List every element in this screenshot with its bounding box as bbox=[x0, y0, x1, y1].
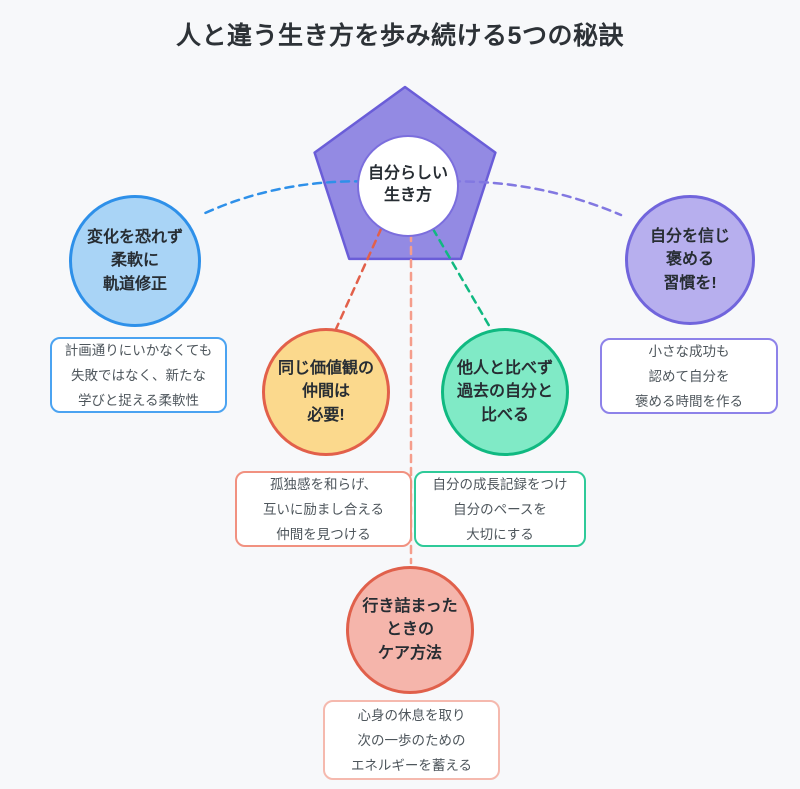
detail-box-compare-with-past-self: 自分の成長記録をつけ 自分のペースを 大切にする bbox=[414, 471, 586, 547]
connector-like-minded-peers bbox=[334, 227, 383, 331]
connector-flexible-correction bbox=[201, 180, 407, 216]
box-line: エネルギーを蓄える bbox=[350, 757, 473, 773]
circle-line: 習慣を! bbox=[663, 274, 717, 292]
circle-line: 行き詰まった bbox=[362, 598, 458, 616]
circle-line: 変化を恐れず bbox=[86, 229, 183, 247]
topic-circle-label: 行き詰まった ときの ケア方法 bbox=[362, 595, 457, 665]
detail-box-self-praise-habit: 小さな成功も 認めて自分を 褒める時間を作る bbox=[600, 338, 778, 414]
center-topic-line: 生き方 bbox=[383, 187, 432, 205]
topic-circle-label: 自分を信じ 褒める 習慣を! bbox=[650, 225, 730, 295]
circle-line: 比べる bbox=[480, 406, 529, 424]
topic-circle-label: 同じ価値観の 仲間は 必要! bbox=[278, 357, 374, 427]
circle-line: 柔軟に bbox=[110, 252, 159, 270]
box-line: 褒める時間を作る bbox=[635, 393, 743, 409]
box-line: 自分のペースを bbox=[453, 501, 547, 517]
topic-circle-self-praise-habit: 自分を信じ 褒める 習慣を! bbox=[625, 195, 755, 325]
topic-circle-like-minded-peers: 同じ価値観の 仲間は 必要! bbox=[262, 328, 390, 456]
box-line: 孤独感を和らげ、 bbox=[269, 476, 378, 492]
topic-circle-stuck-care: 行き詰まった ときの ケア方法 bbox=[346, 566, 474, 694]
circle-line: 他人と比べず bbox=[456, 360, 553, 378]
box-line: 自分の成長記録をつけ bbox=[432, 476, 568, 492]
circle-line: ときの bbox=[385, 621, 434, 639]
page-title: 人と違う生き方を歩み続ける5つの秘訣 bbox=[176, 22, 624, 50]
box-line: 心身の休息を取り bbox=[357, 707, 466, 723]
box-line: 学びと捉える柔軟性 bbox=[77, 392, 200, 408]
detail-box-flexible-correction: 計画通りにいかなくても 失敗ではなく、新たな 学びと捉える柔軟性 bbox=[50, 337, 227, 413]
box-line: 小さな成功も bbox=[648, 343, 730, 359]
detail-box-like-minded-peers: 孤独感を和らげ、 互いに励まし合える 仲間を見つける bbox=[235, 471, 412, 547]
circle-line: 軌道修正 bbox=[102, 275, 167, 293]
box-line: 計画通りにいかなくても bbox=[64, 342, 213, 358]
circle-line: ケア方法 bbox=[377, 644, 442, 662]
circle-line: 同じ価値観の bbox=[277, 360, 374, 378]
center-topic-label: 自分らしい 生き方 bbox=[348, 163, 468, 208]
connector-compare-with-past-self bbox=[431, 227, 493, 331]
box-line: 認めて自分を bbox=[648, 368, 730, 384]
topic-circle-compare-with-past-self: 他人と比べず 過去の自分と 比べる bbox=[441, 328, 569, 456]
circle-line: 自分を信じ bbox=[649, 228, 730, 246]
box-line: 仲間を見つける bbox=[276, 526, 371, 542]
box-line: 失敗ではなく、新たな bbox=[71, 367, 206, 383]
circle-line: 過去の自分と bbox=[456, 383, 553, 401]
topic-circle-label: 他人と比べず 過去の自分と 比べる bbox=[457, 357, 553, 427]
circle-line: 仲間は bbox=[301, 383, 350, 401]
detail-box-stuck-care: 心身の休息を取り 次の一歩のための エネルギーを蓄える bbox=[323, 700, 500, 780]
box-line: 互いに励まし合える bbox=[262, 501, 385, 517]
circle-line: 褒める bbox=[665, 251, 714, 269]
box-line: 次の一歩のための bbox=[357, 732, 466, 748]
topic-circle-flexible-correction: 変化を恐れず 柔軟に 軌道修正 bbox=[69, 195, 201, 327]
center-topic-line: 自分らしい bbox=[367, 165, 448, 182]
box-line: 大切にする bbox=[466, 526, 534, 542]
center-circle bbox=[357, 135, 459, 237]
circle-line: 必要! bbox=[307, 406, 345, 424]
topic-circle-label: 変化を恐れず 柔軟に 軌道修正 bbox=[87, 226, 183, 296]
